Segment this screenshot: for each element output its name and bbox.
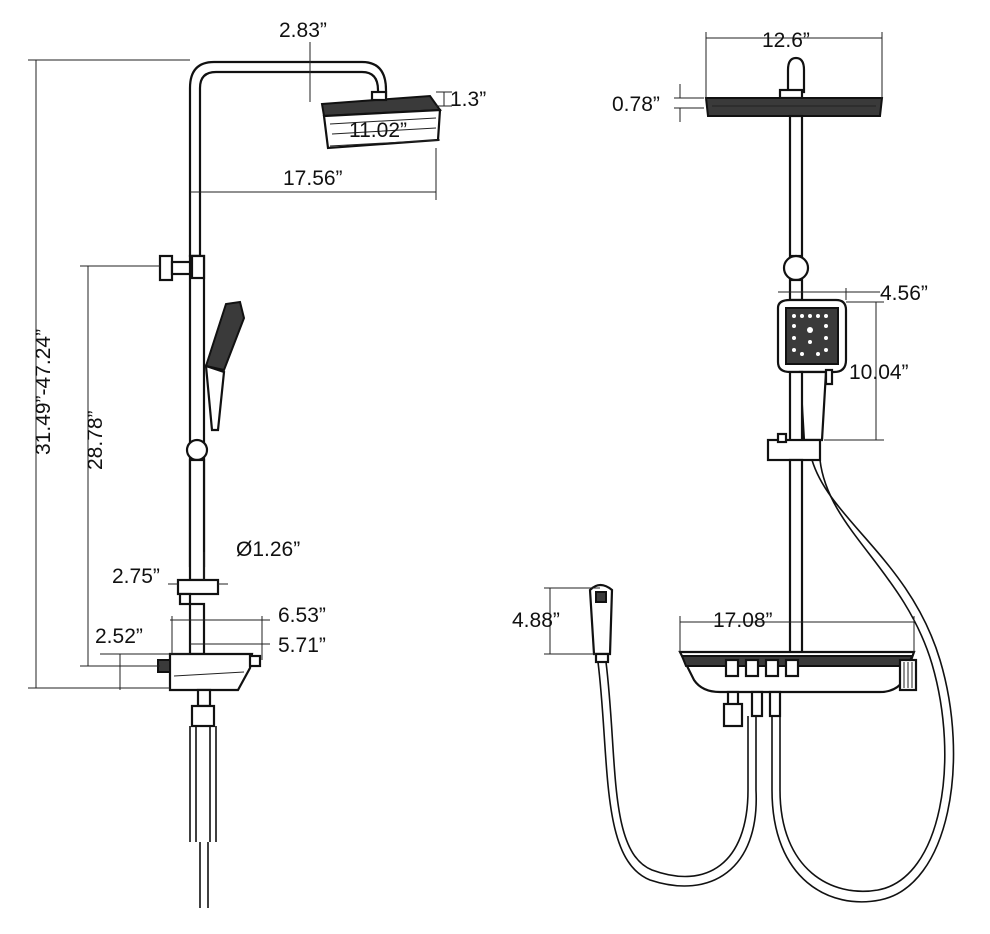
dim-handshower-width: 4.56” [880,282,928,305]
dim-inlet-offset: 2.52” [95,625,143,648]
thermostatic-shelf-side [157,652,262,692]
dim-arm-reach: 17.56” [283,167,343,190]
dim-pipe-diameter: Ø1.26” [236,538,300,561]
dim-slider-range: 28.78” [84,410,107,470]
dim-bidet-sprayer-length: 4.88” [512,609,560,632]
front-riser-pipe [788,114,804,258]
dim-head-width: 12.6” [762,29,810,52]
front-slider-holder [766,438,822,462]
dim-shelf-depth-inner: 5.71” [278,634,326,657]
hand-shower-side [204,300,246,432]
dim-shelf-width: 17.08” [713,609,773,632]
slider-ball [185,438,209,462]
hose-holder-side [176,578,220,606]
wall-bracket [158,254,206,282]
side-view: 2.83” 1.3” 11.02” 17.56” 31.49”-47.24” 2… [28,19,486,908]
control-knobs [724,658,800,678]
hand-shower-front [776,298,848,442]
rain-shower-head-front [704,88,884,117]
dim-head-thickness-side: 1.3” [450,88,486,111]
dim-holder-depth: 2.75” [112,565,160,588]
dim-head-length: 11.02” [349,119,407,142]
front-view: 12.6” 0.78” 4.56” 10.04” 4.88” 17.08” [512,29,955,903]
dim-arm-drop: 2.83” [279,19,327,42]
dim-shelf-depth: 6.53” [278,604,326,627]
dim-head-thickness-front: 0.78” [612,93,660,116]
dim-handshower-length: 10.04” [849,361,909,384]
bidet-sprayer [588,583,614,664]
dim-total-height: 31.49”-47.24” [32,329,55,455]
shower-arm [188,60,388,258]
